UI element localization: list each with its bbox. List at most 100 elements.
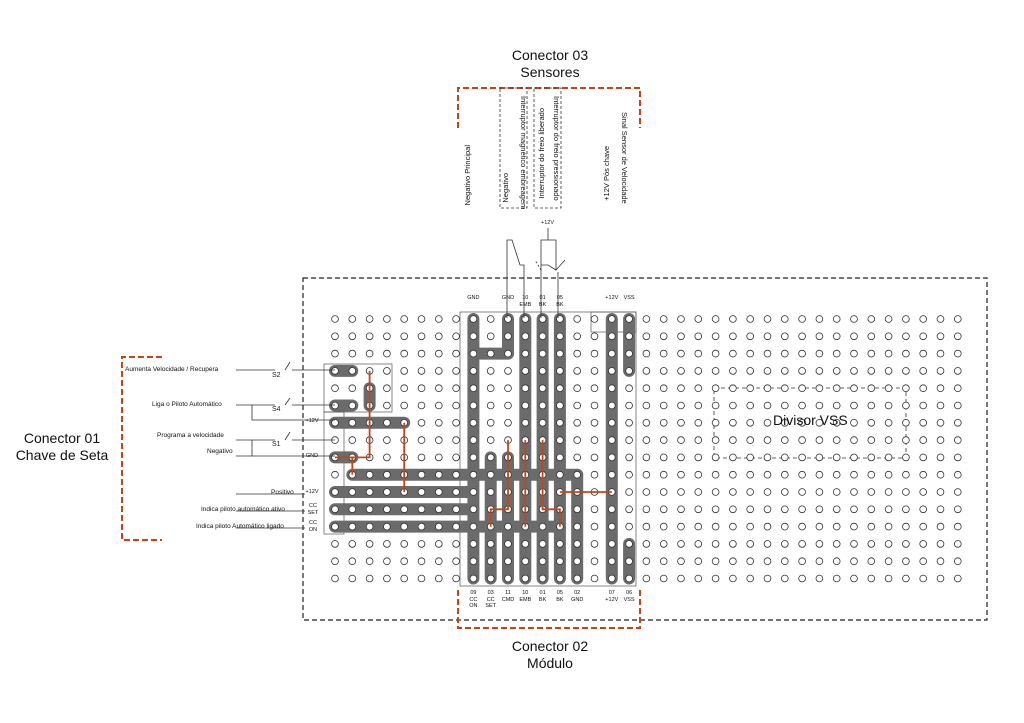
perfboard-hole xyxy=(953,470,962,479)
perfboard-hole xyxy=(383,557,391,565)
jumper-wires xyxy=(335,370,612,527)
perfboard-hole xyxy=(936,540,945,548)
divisor-vss-label: Divisor VSS xyxy=(773,412,848,428)
perfboard-hole xyxy=(659,557,668,565)
perfboard-hole xyxy=(919,470,927,479)
perfboard-hole xyxy=(694,522,703,531)
perfboard-hole xyxy=(504,315,512,323)
perfboard-hole xyxy=(729,522,737,531)
perfboard-hole xyxy=(590,349,599,358)
perfboard-hole xyxy=(452,349,460,358)
perfboard-hole xyxy=(625,488,633,496)
perfboard-hole xyxy=(902,557,910,565)
perfboard-hole xyxy=(867,401,876,410)
perfboard-hole xyxy=(902,453,910,462)
perfboard-hole xyxy=(521,384,530,393)
perfboard-hole xyxy=(348,436,357,444)
perfboard-hole xyxy=(746,488,754,496)
perfboard-hole xyxy=(780,574,789,583)
perfboard-hole xyxy=(763,315,772,323)
perfboard-hole xyxy=(434,367,443,375)
perfboard-hole xyxy=(504,401,512,410)
perfboard-hole xyxy=(850,384,858,393)
perfboard-hole xyxy=(607,557,616,565)
perfboard-hole xyxy=(746,574,754,583)
sensor-label-freio-pressionado: Interruptor do freio pressionado xyxy=(552,96,561,201)
perfboard-hole xyxy=(902,436,910,444)
perfboard-hole xyxy=(573,522,581,531)
perfboard-hole xyxy=(400,574,409,583)
perfboard-hole xyxy=(590,557,599,565)
perfboard-hole xyxy=(642,436,651,444)
perfboard-hole xyxy=(919,453,927,462)
perfboard-hole xyxy=(434,540,443,548)
perfboard-hole xyxy=(711,522,720,531)
perfboard-hole xyxy=(400,540,409,548)
perfboard-hole xyxy=(383,384,391,393)
perfboard-hole xyxy=(521,401,530,410)
perfboard-hole xyxy=(417,522,426,531)
perfboard-hole xyxy=(383,418,391,427)
perfboard-hole xyxy=(902,332,910,341)
connector-03-sub: Sensores xyxy=(520,64,580,80)
connector-03-title: Conector 03 Sensores xyxy=(500,47,600,81)
perfboard-hole xyxy=(452,488,460,496)
perfboard-hole xyxy=(331,522,339,531)
perfboard-hole xyxy=(953,349,962,358)
perfboard-hole xyxy=(884,540,893,548)
pin-text: 07 xyxy=(608,590,615,596)
perfboard-hole xyxy=(642,349,651,358)
perfboard-hole xyxy=(884,436,893,444)
perfboard-hole xyxy=(659,522,668,531)
perfboard-hole xyxy=(936,522,945,531)
perfboard-hole xyxy=(729,401,737,410)
copper-traces xyxy=(329,313,636,585)
perfboard-hole xyxy=(936,367,945,375)
perfboard-hole xyxy=(919,557,927,565)
perfboard-hole xyxy=(659,488,668,496)
pin-text: VSS xyxy=(623,596,635,603)
perfboard-hole xyxy=(815,488,824,496)
perfboard-hole xyxy=(815,522,824,531)
perfboard-hole xyxy=(798,384,806,393)
perfboard-hole xyxy=(711,436,720,444)
switch-s4: S4 xyxy=(272,406,281,413)
perfboard-hole xyxy=(798,436,806,444)
perfboard-hole xyxy=(417,418,426,427)
perfboard-hole xyxy=(659,540,668,548)
sensor-label-12v-pos-chave: +12V Pós chave xyxy=(602,146,611,201)
perfboard-hole xyxy=(521,540,530,548)
perfboard-hole xyxy=(417,436,426,444)
perfboard-hole xyxy=(832,315,841,323)
perfboard-hole xyxy=(850,315,858,323)
perfboard-hole xyxy=(607,505,616,514)
perfboard-hole xyxy=(936,470,945,479)
board-outline xyxy=(302,277,988,621)
pin-tag-text: +12V xyxy=(305,489,319,495)
perfboard-hole xyxy=(729,470,737,479)
connector-01-name: Conector 01 xyxy=(23,430,101,446)
pin-text: 03 xyxy=(487,590,494,596)
perfboard-hole xyxy=(383,332,391,341)
perfboard-hole xyxy=(556,557,564,565)
perfboard-hole xyxy=(348,384,357,393)
perfboard-hole xyxy=(798,401,806,410)
perfboard-hole xyxy=(469,488,478,496)
perfboard-hole xyxy=(642,418,651,427)
perfboard-hole xyxy=(746,436,754,444)
perfboard-hole xyxy=(417,401,426,410)
perfboard-hole xyxy=(625,453,633,462)
perfboard-hole xyxy=(884,418,893,427)
perfboard-hole xyxy=(729,332,737,341)
pin-text: SET xyxy=(485,603,497,609)
perfboard-hole xyxy=(746,505,754,514)
perfboard-hole xyxy=(625,557,633,565)
perfboard-hole xyxy=(850,488,858,496)
perfboard-hole xyxy=(365,574,374,583)
left-label-indica-ativo: Indica piloto automático ativo xyxy=(201,506,285,513)
perfboard-hole xyxy=(850,574,858,583)
pin-number: VSS xyxy=(623,295,635,301)
perfboard-hole xyxy=(538,418,547,427)
perfboard-hole xyxy=(694,557,703,565)
